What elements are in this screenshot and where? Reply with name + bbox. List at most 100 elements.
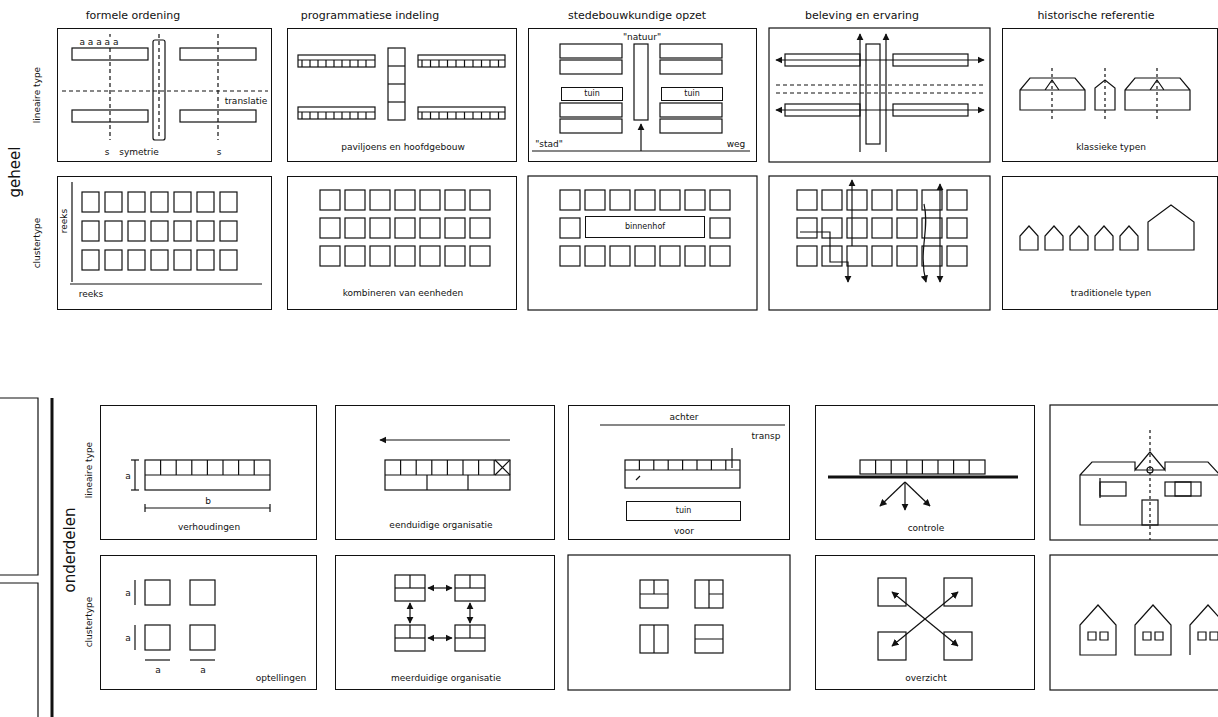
- sketch-stroke: [238, 460, 239, 475]
- sketch-stroke: [498, 112, 499, 119]
- sketch-stroke: [866, 44, 880, 144]
- sketch-label: controle: [907, 523, 946, 533]
- sketch-stroke: [872, 218, 892, 238]
- column-heading: programmatiese indeling: [301, 10, 439, 22]
- row-heading: onderdelen: [62, 508, 79, 593]
- sketch-stroke: [395, 575, 425, 601]
- sketch-stroke: [585, 246, 605, 266]
- sketch-stroke: [333, 60, 334, 67]
- sketch-stroke: [51, 398, 54, 717]
- sketch-stroke: [847, 218, 867, 238]
- sketch-stroke: [685, 246, 705, 266]
- box-label: tuin: [584, 90, 600, 99]
- sketch-panel: meerduidige organisatie: [335, 555, 555, 690]
- sketch-stroke: [400, 460, 401, 475]
- sketch-stroke: [145, 507, 270, 508]
- sketch-stroke: [560, 119, 622, 133]
- sketch-stroke: [109, 34, 110, 140]
- sketch-stroke: [144, 504, 145, 512]
- sketch-stroke: [939, 238, 940, 282]
- sketch-stroke: [1050, 555, 1218, 690]
- sketch-stroke: [428, 637, 452, 638]
- sketch-stroke: [447, 112, 448, 119]
- row-heading: clustertype: [33, 218, 43, 269]
- sketch-stroke: [481, 60, 482, 67]
- sketch-panel: aaaaoptellingen: [100, 555, 317, 690]
- sketch-stroke: [428, 587, 452, 588]
- sketch-stroke: [190, 659, 215, 660]
- sketch-label: kombineren van eenheden: [342, 288, 465, 298]
- sketch-stroke: [333, 112, 334, 119]
- sketch-stroke: [341, 60, 342, 67]
- sketch-stroke: [370, 246, 390, 266]
- sketch-stroke: [426, 475, 427, 490]
- sketch-stroke: [1052, 68, 1157, 122]
- sketch-stroke: [317, 112, 318, 119]
- sketch-label: overzicht: [904, 673, 947, 683]
- sketch-stroke: [385, 460, 510, 490]
- sketch-stroke: [176, 460, 177, 475]
- sketch-stroke: [128, 250, 145, 270]
- sketch-stroke: [220, 250, 237, 270]
- sketch-stroke: [640, 124, 641, 151]
- sketch-label: a: [199, 665, 207, 675]
- sketch-stroke: [532, 150, 750, 151]
- sketch-stroke: [409, 625, 410, 638]
- sketch-stroke: [1088, 632, 1218, 640]
- sketch-stroke: [420, 190, 440, 210]
- sketch-stroke: [301, 60, 302, 67]
- sketch-stroke: [160, 460, 161, 475]
- sketch-label: reeks: [78, 289, 104, 299]
- sketch-stroke: [660, 119, 722, 133]
- sketch-stroke: [464, 60, 465, 67]
- sketch-stroke: [309, 60, 310, 67]
- sketch-stroke: [174, 250, 191, 270]
- sketch-stroke: [469, 625, 470, 638]
- sketch-stroke: [325, 112, 326, 119]
- sketch-label: reeks: [59, 208, 69, 234]
- sketch-stroke: [660, 190, 680, 210]
- sketch-stroke: [696, 460, 697, 470]
- column-heading: formele ordening: [86, 10, 181, 22]
- sketch-stroke: [128, 192, 145, 212]
- sketch-stroke: [472, 112, 473, 119]
- sketch-stroke: [105, 192, 122, 212]
- sketch-stroke: [891, 460, 892, 474]
- sketch-stroke: [0, 583, 38, 717]
- sketch-stroke: [105, 221, 122, 241]
- sketch-stroke: [380, 439, 510, 440]
- sketch-stroke: [438, 112, 439, 119]
- sketch-stroke: [420, 246, 440, 266]
- sketch-panel: abverhoudingen: [100, 405, 317, 540]
- sketch-stroke: [922, 218, 942, 238]
- sketch-stroke: [822, 190, 842, 210]
- sketch-stroke: [462, 460, 463, 475]
- sketch-stroke: [797, 218, 817, 238]
- sketch-stroke: [494, 460, 495, 475]
- sketch-label: verhoudingen: [177, 522, 241, 532]
- sketch-stroke: [947, 246, 967, 266]
- sketch-stroke: [455, 575, 485, 601]
- sketch-stroke: [828, 476, 1018, 479]
- sketch-stroke: [445, 246, 465, 266]
- sketch-stroke: [1165, 482, 1191, 496]
- sketch-stroke: [145, 460, 270, 490]
- sketch-stroke: [568, 555, 790, 690]
- sketch-stroke: [395, 587, 425, 588]
- sketch-stroke: [395, 625, 425, 651]
- sketch-panel: reeks reeks: [57, 176, 272, 310]
- sketch-stroke: [922, 460, 923, 474]
- sketch-label: optellingen: [255, 673, 307, 683]
- sketch-panel: overzicht: [815, 555, 1035, 690]
- sketch-stroke: [145, 625, 170, 650]
- sketch-stroke: [470, 218, 490, 238]
- sketch-stroke: [947, 190, 967, 210]
- sketch-stroke: [151, 192, 168, 212]
- sketch-box: tuin: [626, 501, 741, 521]
- sketch-stroke: [395, 190, 415, 210]
- sketch-stroke: [418, 55, 505, 67]
- sketch-panel: kombineren van eenheden: [287, 176, 517, 310]
- sketch-stroke: [872, 190, 892, 210]
